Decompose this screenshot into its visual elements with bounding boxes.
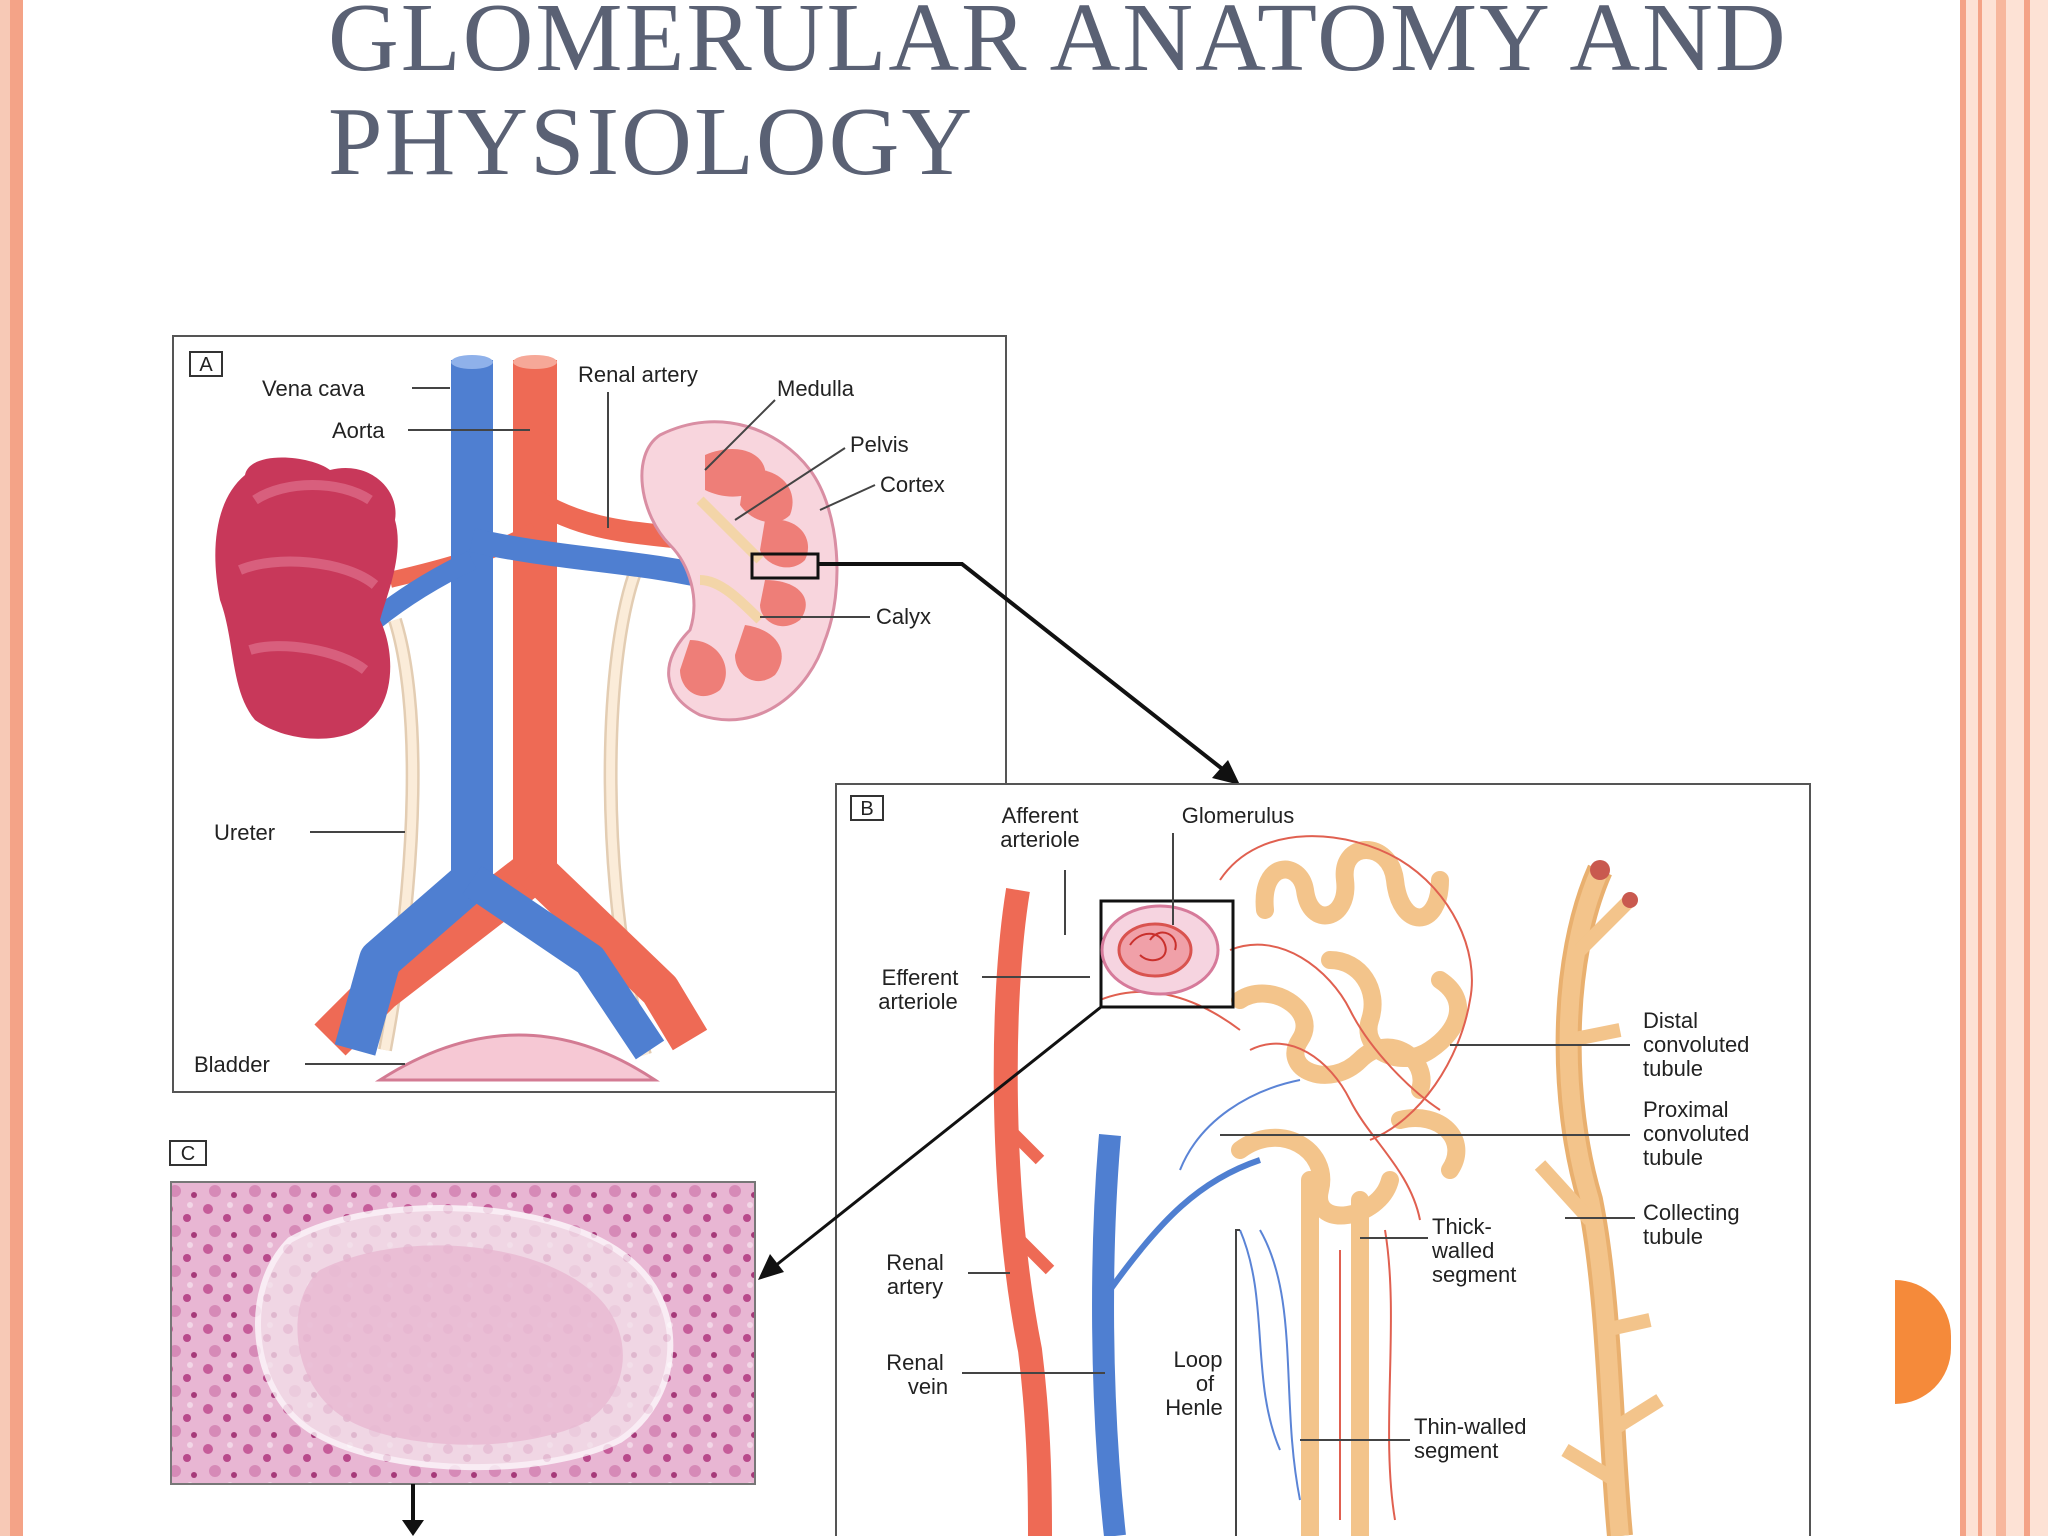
label-renal-artery: Renal artery <box>578 362 698 387</box>
label-proximal-line2: convoluted <box>1643 1121 1749 1146</box>
panel-b: B <box>758 783 1811 1536</box>
panel-c-letter: C <box>181 1143 195 1165</box>
slide-title-line1: GLOMERULAR ANATOMY AND <box>328 0 1788 92</box>
label-renal-artery-b-line2: artery <box>887 1274 943 1299</box>
bladder-shape <box>374 1033 660 1082</box>
capillary-network <box>1099 835 1473 1521</box>
right-border-stripe <box>2024 0 2030 1536</box>
convoluted-tubules <box>1231 841 1467 1536</box>
label-proximal-line3: tubule <box>1643 1145 1703 1170</box>
label-medulla: Medulla <box>777 376 855 401</box>
label-renal-vein-b-line2: vein <box>908 1374 948 1399</box>
label-glomerulus: Glomerulus <box>1182 803 1294 828</box>
label-ureter: Ureter <box>214 820 275 845</box>
right-border-stripe <box>1960 0 1966 1536</box>
label-afferent-line2: arteriole <box>1000 827 1079 852</box>
label-thick-line1: Thick- <box>1432 1214 1492 1239</box>
label-efferent-line2: arteriole <box>878 989 957 1014</box>
label-cortex: Cortex <box>880 472 945 497</box>
label-aorta: Aorta <box>332 418 385 443</box>
label-thin-line1: Thin-walled <box>1414 1414 1527 1439</box>
label-distal-line1: Distal <box>1643 1008 1698 1033</box>
panel-a: A <box>172 335 1240 1093</box>
panel-c: C <box>169 1140 756 1536</box>
label-bladder: Bladder <box>194 1052 270 1077</box>
panel-b-letter: B <box>860 798 873 820</box>
slide-title: GLOMERULAR ANATOMY AND PHYSIOLOGY <box>328 0 1878 194</box>
label-collecting-line2: tubule <box>1643 1224 1703 1249</box>
label-vena-cava: Vena cava <box>262 376 366 401</box>
label-proximal-line1: Proximal <box>1643 1097 1729 1122</box>
label-loop-line3: Henle <box>1165 1395 1222 1420</box>
label-calyx: Calyx <box>876 604 931 629</box>
left-kidney <box>215 457 398 739</box>
label-thick-line2: walled <box>1431 1238 1494 1263</box>
left-border-inner <box>10 0 23 1536</box>
left-border-outer <box>0 0 10 1536</box>
label-renal-artery-b-line1: Renal <box>886 1250 943 1275</box>
slide-title-line2: PHYSIOLOGY <box>328 88 975 196</box>
label-renal-vein-b-line1: Renal <box>886 1350 943 1375</box>
renal-vein-b <box>1092 1134 1126 1536</box>
label-loop-line2: of <box>1196 1371 1215 1396</box>
venous-network <box>1179 1079 1301 1501</box>
label-thin-line2: segment <box>1414 1438 1498 1463</box>
label-distal-line2: convoluted <box>1643 1032 1749 1057</box>
vena-cava <box>334 360 493 1056</box>
right-border-stripe <box>1996 0 2006 1536</box>
renal-artery-b <box>993 888 1052 1536</box>
label-afferent-line1: Afferent <box>1002 803 1079 828</box>
label-pelvis: Pelvis <box>850 432 909 457</box>
label-efferent-line1: Efferent <box>882 965 959 990</box>
label-thick-line3: segment <box>1432 1262 1516 1287</box>
label-distal-line3: tubule <box>1643 1056 1703 1081</box>
label-loop-line1: Loop <box>1174 1347 1223 1372</box>
label-collecting-line1: Collecting <box>1643 1200 1740 1225</box>
panel-a-letter: A <box>199 354 213 376</box>
right-border-stripe <box>1978 0 1982 1536</box>
